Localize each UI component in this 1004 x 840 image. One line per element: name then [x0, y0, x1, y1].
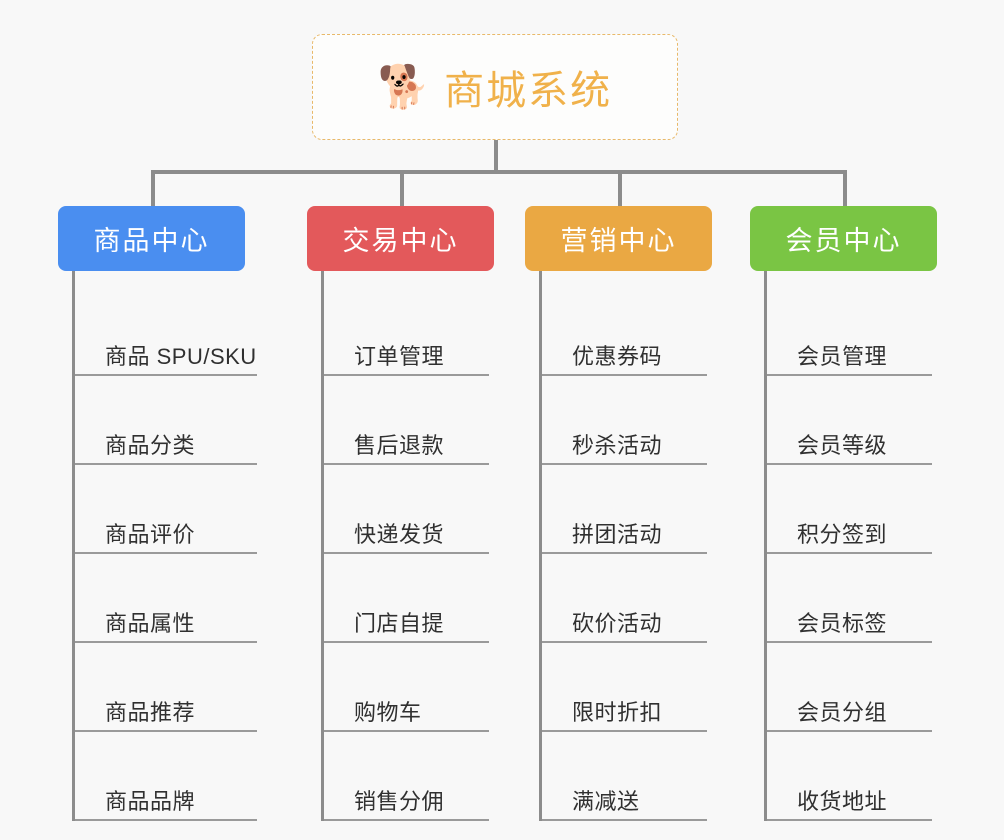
- leaf-item[interactable]: 会员标签: [767, 554, 932, 643]
- leaf-label: 收货地址: [797, 789, 888, 814]
- leaf-item[interactable]: 积分签到: [767, 465, 932, 554]
- leaf-label: 购物车: [354, 700, 422, 725]
- category-column-1: 交易中心 订单管理 售后退款 快递发货 门店自提 购物车 销售分佣: [307, 206, 567, 821]
- leaf-item[interactable]: 秒杀活动: [542, 376, 707, 465]
- category-column-3: 会员中心 会员管理 会员等级 积分签到 会员标签 会员分组 收货地址: [750, 206, 1004, 821]
- leaf-label: 快递发货: [354, 522, 445, 547]
- leaf-label: 订单管理: [354, 344, 445, 369]
- root-title: 商城系统: [444, 69, 613, 113]
- leaf-item[interactable]: 限时折扣: [542, 643, 707, 732]
- leaf-item[interactable]: 商品 SPU/SKU: [75, 287, 257, 376]
- connector-drop-1: [400, 170, 404, 208]
- leaf-label: 满减送: [572, 789, 640, 814]
- leaf-label: 限时折扣: [572, 700, 663, 725]
- leaf-item[interactable]: 优惠券码: [542, 287, 707, 376]
- connector-drop-2: [618, 170, 622, 208]
- leaf-item[interactable]: 拼团活动: [542, 465, 707, 554]
- leaf-item[interactable]: 商品品牌: [75, 732, 257, 821]
- leaf-item[interactable]: 商品分类: [75, 376, 257, 465]
- leaf-item[interactable]: 订单管理: [324, 287, 489, 376]
- leaf-item[interactable]: 门店自提: [324, 554, 489, 643]
- leaf-label: 商品评价: [105, 522, 196, 547]
- leaf-label: 砍价活动: [572, 611, 663, 636]
- leaf-label: 秒杀活动: [572, 433, 663, 458]
- leaf-item[interactable]: 会员分组: [767, 643, 932, 732]
- leaf-label: 售后退款: [354, 433, 445, 458]
- connector-drop-3: [843, 170, 847, 208]
- leaf-label: 拼团活动: [572, 522, 663, 547]
- leaf-item[interactable]: 满减送: [542, 732, 707, 821]
- leaf-label: 会员等级: [797, 433, 888, 458]
- leaf-item[interactable]: 商品推荐: [75, 643, 257, 732]
- leaf-label: 商品品牌: [105, 789, 196, 814]
- shiba-dog-icon: 🐕: [377, 63, 431, 110]
- leaf-label: 会员管理: [797, 344, 888, 369]
- leaf-label: 销售分佣: [354, 789, 445, 814]
- leaf-item[interactable]: 会员管理: [767, 287, 932, 376]
- leaf-item[interactable]: 砍价活动: [542, 554, 707, 643]
- root-node[interactable]: 🐕 商城系统: [312, 34, 678, 140]
- leaf-label: 门店自提: [354, 611, 445, 636]
- leaf-item[interactable]: 商品属性: [75, 554, 257, 643]
- leaf-list-0: 商品 SPU/SKU 商品分类 商品评价 商品属性 商品推荐 商品品牌: [72, 271, 257, 821]
- leaf-label: 优惠券码: [572, 344, 663, 369]
- leaf-label: 商品推荐: [105, 700, 196, 725]
- leaf-item[interactable]: 快递发货: [324, 465, 489, 554]
- category-column-2: 营销中心 优惠券码 秒杀活动 拼团活动 砍价活动 限时折扣 满减送: [525, 206, 785, 821]
- leaf-label: 积分签到: [797, 522, 888, 547]
- leaf-label: 会员分组: [797, 700, 888, 725]
- leaf-label: 会员标签: [797, 611, 888, 636]
- connector-drop-0: [151, 170, 155, 208]
- category-header-3[interactable]: 会员中心: [750, 206, 937, 271]
- connector-bus: [151, 170, 847, 174]
- leaf-item[interactable]: 收货地址: [767, 732, 932, 821]
- leaf-list-3: 会员管理 会员等级 积分签到 会员标签 会员分组 收货地址: [764, 271, 932, 821]
- category-header-2[interactable]: 营销中心: [525, 206, 712, 271]
- leaf-list-2: 优惠券码 秒杀活动 拼团活动 砍价活动 限时折扣 满减送: [539, 271, 707, 821]
- category-column-0: 商品中心 商品 SPU/SKU 商品分类 商品评价 商品属性 商品推荐 商品品牌: [58, 206, 318, 821]
- leaf-item[interactable]: 销售分佣: [324, 732, 489, 821]
- leaf-item[interactable]: 购物车: [324, 643, 489, 732]
- leaf-item[interactable]: 售后退款: [324, 376, 489, 465]
- category-header-1[interactable]: 交易中心: [307, 206, 494, 271]
- leaf-list-1: 订单管理 售后退款 快递发货 门店自提 购物车 销售分佣: [321, 271, 489, 821]
- leaf-item[interactable]: 会员等级: [767, 376, 932, 465]
- category-header-0[interactable]: 商品中心: [58, 206, 245, 271]
- leaf-item[interactable]: 商品评价: [75, 465, 257, 554]
- leaf-label: 商品 SPU/SKU: [105, 344, 257, 369]
- connector-trunk: [494, 140, 498, 173]
- leaf-label: 商品分类: [105, 433, 196, 458]
- leaf-label: 商品属性: [105, 611, 196, 636]
